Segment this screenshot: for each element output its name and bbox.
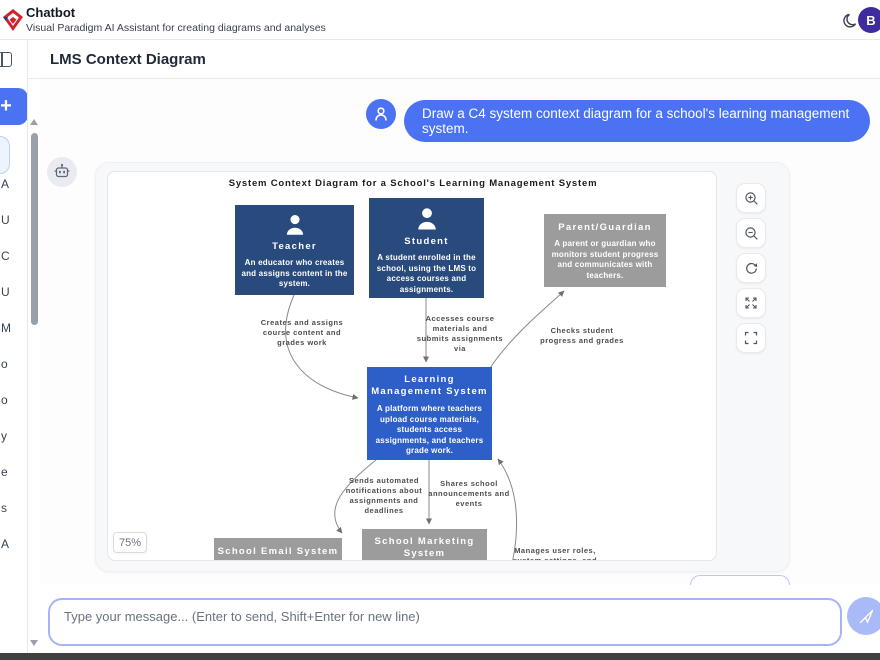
sidebar-scrollbar[interactable] xyxy=(29,119,40,646)
node-label: School Marketing System xyxy=(374,536,475,559)
list-item[interactable]: o xyxy=(1,393,8,407)
message-input-box[interactable] xyxy=(48,598,842,646)
diagram-title: System Context Diagram for a School's Le… xyxy=(228,178,598,189)
node-desc: A student enrolled in the school, using … xyxy=(376,253,477,294)
chat-area: Draw a C4 system context diagram for a s… xyxy=(40,79,880,653)
app-subtitle: Visual Paradigm AI Assistant for creatin… xyxy=(26,22,326,34)
zoom-in-button[interactable] xyxy=(736,183,766,213)
list-item[interactable]: y xyxy=(1,429,7,443)
node-label: Teacher xyxy=(272,241,317,252)
fit-to-screen-button[interactable] xyxy=(736,288,766,318)
message-input[interactable] xyxy=(64,606,824,626)
page-title: LMS Context Diagram xyxy=(50,51,206,68)
bot-avatar xyxy=(47,157,77,187)
node-desc: A platform where teachers upload course … xyxy=(375,404,484,455)
node-student[interactable]: Student A student enrolled in the school… xyxy=(369,198,484,298)
person-icon xyxy=(375,107,387,121)
send-button[interactable] xyxy=(847,597,880,635)
node-label: Learning Management System xyxy=(371,374,488,397)
node-desc: A parent or guardian who monitors studen… xyxy=(551,239,659,280)
node-label: Parent/Guardian xyxy=(558,222,652,233)
new-chat-button[interactable]: + xyxy=(0,88,27,125)
node-parent-guardian[interactable]: Parent/Guardian A parent or guardian who… xyxy=(544,214,666,287)
sidebar-toggle-icon[interactable] xyxy=(0,52,12,67)
zoom-level-badge: 75% xyxy=(113,532,147,553)
list-item[interactable]: s xyxy=(1,501,7,515)
scroll-up-arrow[interactable] xyxy=(30,119,38,125)
person-icon xyxy=(417,208,436,230)
chat-history-list: A U C U M o o y e s A xyxy=(0,178,26,551)
fullscreen-button[interactable] xyxy=(736,323,766,353)
list-item[interactable]: U xyxy=(1,213,10,227)
composer-area xyxy=(40,585,880,652)
zoom-out-button[interactable] xyxy=(736,218,766,248)
diagram-canvas[interactable]: System Context Diagram for a School's Le… xyxy=(107,171,717,561)
user-profile-avatar[interactable]: B xyxy=(858,7,880,33)
list-item[interactable]: U xyxy=(1,285,10,299)
zoom-in-icon xyxy=(744,191,758,205)
node-label: Student xyxy=(404,236,449,247)
node-label: School Email System xyxy=(217,546,339,557)
list-item[interactable]: o xyxy=(1,357,8,371)
diagram-edges xyxy=(285,290,565,560)
send-paper-plane-icon xyxy=(859,609,873,623)
node-lms[interactable]: Learning Management System A platform wh… xyxy=(367,367,492,460)
scrollbar-thumb[interactable] xyxy=(30,133,38,325)
list-item[interactable]: A xyxy=(1,177,10,191)
list-item[interactable]: M xyxy=(1,321,11,335)
zoom-out-icon xyxy=(744,226,758,240)
user-message-bubble: Draw a C4 system context diagram for a s… xyxy=(404,100,870,142)
node-teacher[interactable]: Teacher An educator who creates and assi… xyxy=(235,205,354,295)
list-item[interactable]: e xyxy=(1,465,8,479)
app-header: Chatbot Visual Paradigm AI Assistant for… xyxy=(0,0,880,40)
user-message-row: Draw a C4 system context diagram for a s… xyxy=(40,79,880,143)
window-bottom-bar xyxy=(0,653,880,660)
expand-arrows-icon xyxy=(745,297,757,309)
node-school-marketing[interactable]: School Marketing System xyxy=(362,529,487,560)
dark-mode-moon-icon[interactable] xyxy=(840,10,862,32)
person-icon xyxy=(286,215,303,235)
app-title: Chatbot xyxy=(26,5,76,20)
diagram-controls xyxy=(736,183,766,353)
active-chat-item[interactable] xyxy=(0,136,10,174)
reset-view-button[interactable] xyxy=(736,253,766,283)
node-desc: An educator who creates and assigns cont… xyxy=(241,258,348,288)
fullscreen-brackets-icon xyxy=(744,331,758,345)
conversation-titlebar: LMS Context Diagram xyxy=(28,40,880,79)
edge-label-parent-lms: Checks student progress and grades xyxy=(540,326,624,345)
node-school-email[interactable]: School Email System xyxy=(214,538,342,560)
sidebar-rail: + A U C U M o o y e s A xyxy=(0,40,28,653)
edge-label-lms-email: Sends automated notifications about assi… xyxy=(345,476,423,515)
edge-label-lms-marketing: Shares school announcements and events xyxy=(428,479,510,508)
robot-icon xyxy=(54,163,70,178)
visual-paradigm-logo xyxy=(3,9,23,31)
user-avatar xyxy=(366,99,396,129)
scroll-down-arrow[interactable] xyxy=(30,640,38,646)
list-item[interactable]: C xyxy=(1,249,10,263)
edge-label-student-lms: Accesses course materials and submits as… xyxy=(416,314,504,353)
list-item[interactable]: A xyxy=(1,537,10,551)
reset-icon xyxy=(745,262,757,274)
edge-label-teacher-lms: Creates and assigns course content and g… xyxy=(260,318,344,347)
edge-label-admin-lms: Manages user roles, system settings, and xyxy=(512,546,598,561)
ai-response-card: System Context Diagram for a School's Le… xyxy=(95,162,790,572)
